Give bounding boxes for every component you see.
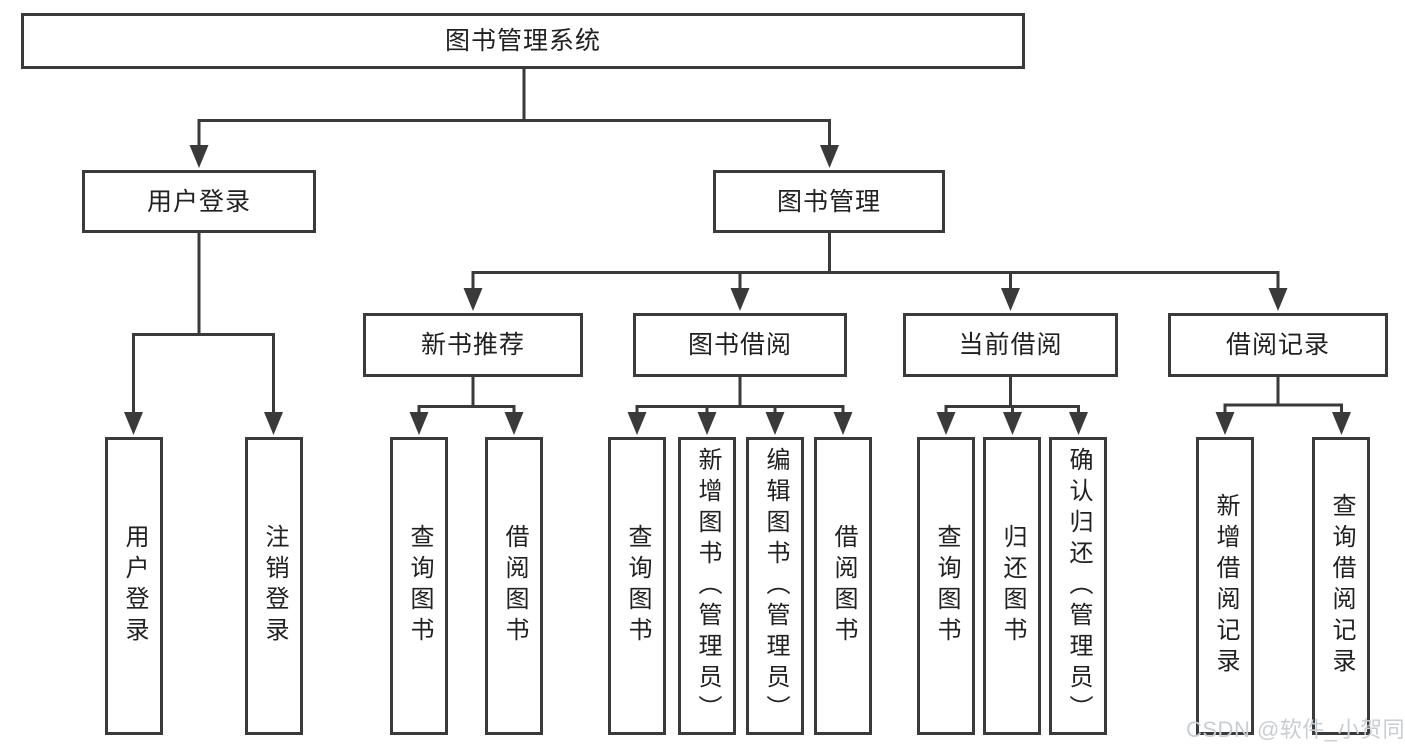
node-label: 查询图书	[624, 524, 651, 648]
node-current-borrow: 当前借阅	[903, 313, 1118, 377]
arrow-head-book-borrow	[730, 288, 750, 311]
leaf-records-add-record: 新增借阅记录	[1196, 437, 1254, 735]
arrow-head-borrow-borrow	[833, 412, 853, 435]
leaf-recommend-query-books: 查询图书	[390, 437, 448, 735]
node-label: 新增图书（管理员）	[694, 446, 721, 726]
node-label: 图书借阅	[687, 331, 792, 359]
arrow-head-leaf-login	[124, 412, 143, 435]
leaf-records-query-record: 查询借阅记录	[1312, 437, 1370, 735]
node-root-system: 图书管理系统	[21, 13, 1025, 69]
arrow-head-recommend-borrow	[504, 412, 524, 435]
arrow-head-records-query	[1332, 412, 1351, 435]
node-label: 新增借阅记录	[1212, 493, 1239, 679]
arrow-head-borrow-records	[1268, 288, 1288, 311]
node-new-book-recommend: 新书推荐	[363, 313, 583, 377]
node-label: 图书管理	[776, 187, 881, 216]
node-label: 图书管理系统	[444, 27, 601, 55]
arrow-head-current-borrow	[1001, 288, 1020, 311]
leaf-logout: 注销登录	[245, 437, 303, 735]
arrow-head-leaf-logout	[264, 412, 283, 435]
leaf-recommend-borrow-books: 借阅图书	[485, 437, 543, 735]
node-label: 新书推荐	[420, 331, 525, 359]
node-book-management: 图书管理	[713, 170, 945, 233]
leaf-current-confirm-return-admin: 确认归还（管理员）	[1049, 437, 1107, 735]
arrow-head-borrow-edit	[765, 412, 785, 435]
node-label: 归还图书	[999, 524, 1026, 648]
node-label: 用户登录	[146, 187, 251, 216]
arrow-head-current-return	[1003, 412, 1022, 435]
node-label: 查询图书	[406, 524, 433, 648]
node-user-login: 用户登录	[82, 170, 316, 233]
leaf-borrow-add-books-admin: 新增图书（管理员）	[678, 437, 736, 735]
csdn-watermark: CSDN @软件_小贺同学	[1186, 717, 1405, 742]
node-label: 查询借阅记录	[1328, 493, 1355, 679]
arrow-head-borrow-query	[627, 412, 647, 435]
arrow-head-book-management	[820, 145, 839, 168]
node-label: 借阅记录	[1225, 331, 1330, 359]
node-label: 当前借阅	[958, 331, 1063, 359]
leaf-borrow-edit-books-admin: 编辑图书（管理员）	[746, 437, 804, 735]
leaf-user-login: 用户登录	[105, 437, 163, 735]
node-borrow-records: 借阅记录	[1168, 313, 1388, 377]
node-label: 用户登录	[121, 524, 148, 648]
node-label: 借阅图书	[501, 524, 528, 648]
arrow-head-borrow-add	[697, 412, 717, 435]
arrow-head-records-add	[1215, 412, 1235, 435]
node-label: 确认归还（管理员）	[1065, 446, 1092, 726]
leaf-current-return-books: 归还图书	[983, 437, 1041, 735]
leaf-borrow-borrow-books: 借阅图书	[814, 437, 872, 735]
arrow-head-recommend-query	[409, 412, 429, 435]
arrow-head-user-login	[189, 145, 209, 168]
arrow-head-current-confirm	[1069, 412, 1088, 435]
leaf-borrow-query-books: 查询图书	[608, 437, 666, 735]
arrow-head-current-query	[936, 412, 956, 435]
node-label: 注销登录	[261, 524, 288, 648]
node-label: 借阅图书	[830, 524, 857, 648]
node-label: 查询图书	[933, 524, 960, 648]
node-label: 编辑图书（管理员）	[762, 446, 789, 726]
arrow-head-new-book-recommend	[463, 288, 483, 311]
leaf-current-query-books: 查询图书	[917, 437, 975, 735]
node-book-borrow: 图书借阅	[633, 313, 847, 377]
